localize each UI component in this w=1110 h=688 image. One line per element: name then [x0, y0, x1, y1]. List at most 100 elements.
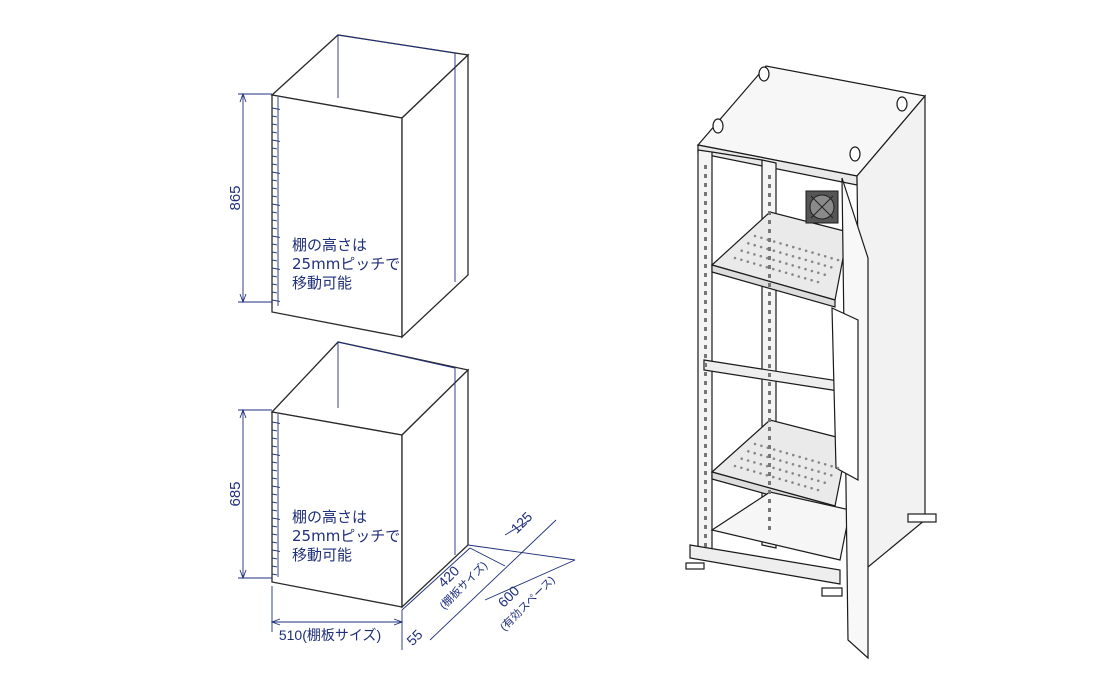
- post-slot: [768, 427, 771, 431]
- perforation-hole: [740, 258, 743, 262]
- perforation-hole: [740, 249, 743, 252]
- perforation-hole: [747, 242, 750, 245]
- perforation-hole: [759, 245, 763, 249]
- perforation-hole: [804, 249, 808, 253]
- perforation-hole: [836, 258, 840, 262]
- perforation-hole: [772, 457, 776, 461]
- lower-box: [270, 341, 470, 609]
- perforation-hole: [817, 253, 821, 256]
- post-slot: [704, 183, 707, 187]
- lifting-eye-1: [712, 118, 724, 134]
- post-slot: [704, 228, 707, 232]
- perforation-hole: [803, 277, 807, 280]
- cabinet-door-inner: [831, 307, 859, 482]
- perforation-hole: [760, 236, 763, 240]
- scale-tick: [271, 501, 278, 504]
- perforation-hole: [816, 280, 820, 284]
- perforation-hole: [823, 254, 827, 258]
- cabinet-illustration: [685, 65, 937, 660]
- lower-height-label: 685: [227, 481, 244, 506]
- post-slot: [704, 282, 707, 286]
- perforation-hole: [772, 448, 776, 451]
- lifting-eye-3: [849, 146, 861, 162]
- scale-tick: [271, 549, 281, 552]
- scale-tick: [271, 445, 278, 448]
- scale-tick: [271, 469, 278, 472]
- post-slot: [704, 408, 707, 412]
- post-slot: [768, 310, 771, 314]
- perforation-hole: [823, 481, 826, 485]
- post-slot: [704, 471, 707, 475]
- scale-tick: [271, 115, 278, 118]
- perforation-hole: [803, 485, 807, 488]
- scale-tick: [271, 509, 278, 512]
- scale-tick: [271, 429, 278, 432]
- post-slot: [768, 400, 771, 404]
- post-slot: [768, 490, 771, 494]
- perforation-hole: [791, 472, 794, 475]
- perforation-hole: [810, 477, 814, 481]
- post-slot: [768, 508, 771, 512]
- post-slot: [768, 184, 771, 188]
- perforation-hole: [785, 451, 789, 455]
- post-slot: [768, 391, 771, 395]
- cabinet-foot-right: [907, 513, 937, 523]
- lower-note-line-3: 移動可能: [292, 546, 353, 564]
- perforation-hole: [765, 256, 769, 260]
- post-slot: [704, 174, 707, 178]
- scale-tick: [271, 131, 278, 134]
- scale-tick: [271, 541, 278, 544]
- perforation-hole: [753, 243, 756, 247]
- upper-note-line-1: 棚の高さは: [292, 236, 368, 254]
- scale-tick: [271, 517, 281, 520]
- perforation-hole: [811, 459, 814, 462]
- perforation-hole: [733, 256, 737, 260]
- post-slot: [768, 247, 771, 251]
- scale-tick: [271, 171, 281, 174]
- perforation-hole: [759, 472, 762, 475]
- cabinet-base: [689, 544, 841, 585]
- perforation-hole: [772, 475, 775, 479]
- post-slot: [704, 453, 707, 457]
- perforation-hole: [779, 459, 782, 462]
- perforation-hole: [811, 251, 814, 254]
- scale-tick: [271, 485, 281, 488]
- scale-tick: [271, 187, 278, 190]
- post-slot: [768, 463, 771, 467]
- perforation-hole: [746, 251, 750, 254]
- scale-tick: [271, 421, 281, 424]
- scale-tick: [271, 565, 278, 568]
- perforation-hole: [791, 273, 794, 276]
- post-slot: [704, 444, 707, 448]
- perforation-hole: [772, 240, 776, 243]
- scale-tick: [271, 219, 278, 222]
- perforation-hole: [830, 266, 833, 269]
- scale-tick: [271, 259, 278, 262]
- post-slot: [704, 318, 707, 322]
- perforation-hole: [785, 470, 788, 473]
- perforation-hole: [753, 253, 756, 256]
- post-slot: [768, 346, 771, 350]
- perforation-hole: [810, 486, 813, 490]
- perforation-hole: [823, 472, 827, 475]
- perforation-hole: [752, 470, 756, 473]
- post-slot: [768, 454, 771, 458]
- post-slot: [704, 264, 707, 268]
- scale-tick: [271, 437, 278, 440]
- scale-tick: [271, 179, 278, 182]
- perforation-hole: [772, 466, 775, 470]
- post-slot: [704, 237, 707, 241]
- perforation-hole: [797, 474, 801, 477]
- depth-dimensions: [401, 519, 576, 641]
- perforation-hole: [791, 264, 794, 267]
- post-slot: [704, 480, 707, 484]
- scale-tick: [271, 107, 281, 110]
- perforation-hole: [797, 483, 801, 486]
- post-slots: [704, 165, 771, 547]
- upper-box-side: [401, 53, 469, 339]
- perforation-hole: [784, 271, 788, 275]
- perforation-hole: [784, 479, 788, 483]
- post-slot: [704, 543, 707, 547]
- post-slot: [768, 229, 771, 233]
- post-slot: [768, 418, 771, 422]
